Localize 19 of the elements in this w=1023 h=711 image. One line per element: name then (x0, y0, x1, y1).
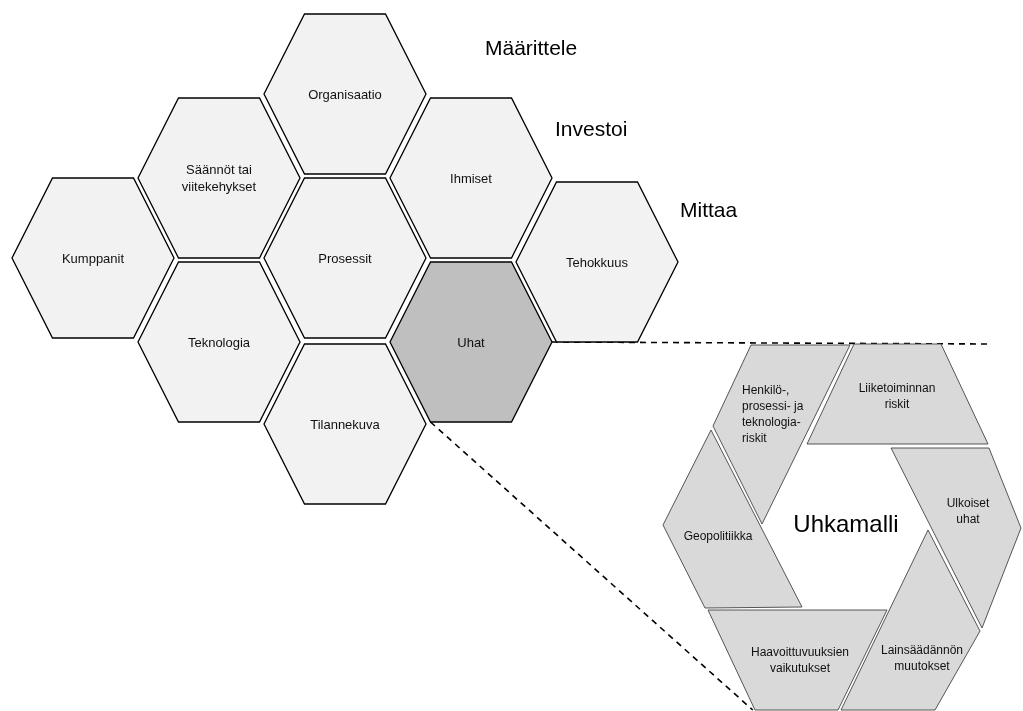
tile-label: Teknologia (186, 333, 252, 351)
tile-label: Ulkoiset uhat (945, 495, 991, 527)
tile-label: Tilannekuva (309, 415, 381, 433)
model-title: Uhkamalli (793, 510, 899, 538)
tile-label: Henkilö-, prosessi- ja teknologia- riskit (742, 382, 805, 446)
section-heading: Investoi (555, 117, 628, 141)
section-heading: Määrittele (485, 36, 578, 60)
tile-label: Haavoittuvuuksien vaikutukset (749, 644, 851, 676)
tile-label: Geopolitiikka (682, 528, 754, 544)
tile-label: Kumppanit (60, 249, 126, 267)
tile-label: Ihmiset (449, 169, 493, 187)
tile-label: Tehokkuus (564, 253, 630, 271)
section-heading: Mittaa (680, 198, 738, 222)
tile-label: Säännöt tai viitekehykset (180, 161, 258, 195)
tile-label: Lainsäädännön muutokset (879, 642, 965, 674)
tile-label: Uhat (456, 333, 486, 351)
tile-label: Organisaatio (307, 85, 383, 103)
tile-label: Prosessit (317, 249, 373, 267)
tile-label: Liiketoiminnan riskit (857, 380, 937, 412)
